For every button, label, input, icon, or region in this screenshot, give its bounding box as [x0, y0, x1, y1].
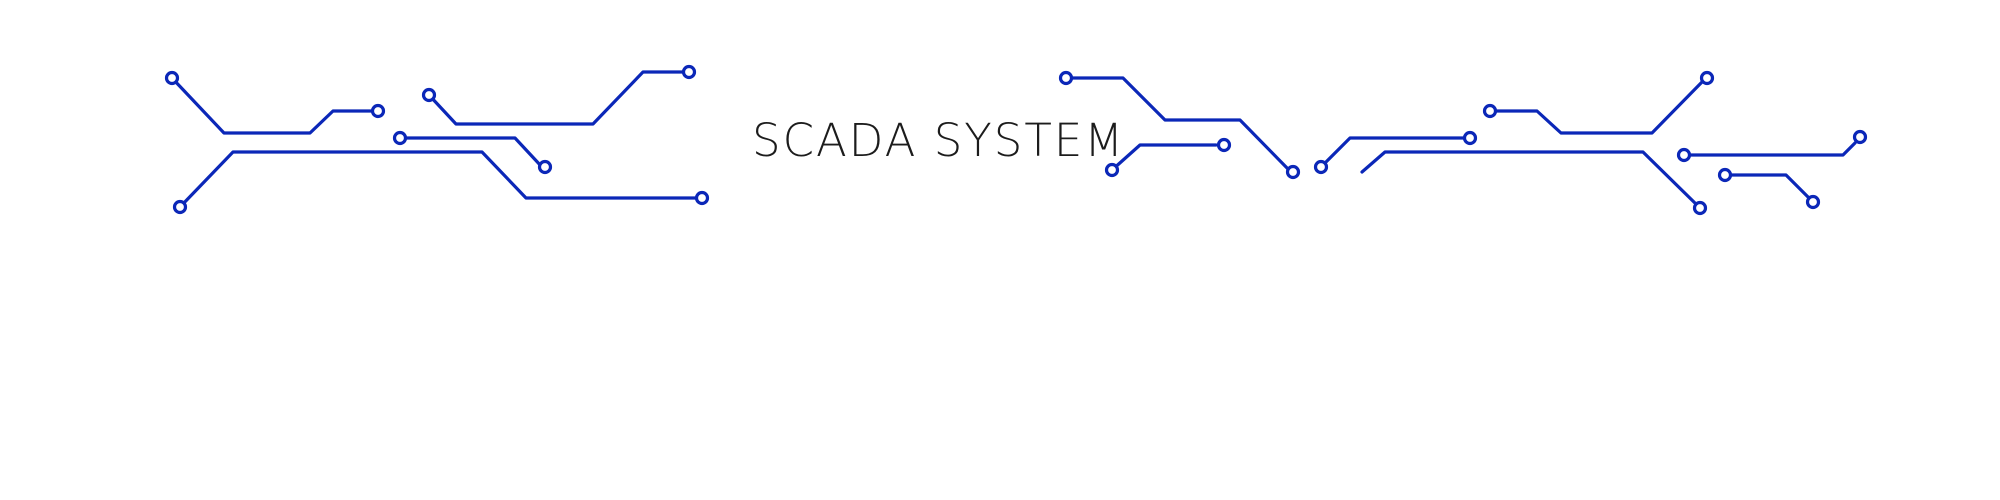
- circuit-node: [694, 190, 710, 206]
- circuit-trace: [1360, 150, 1699, 207]
- circuit-trace: [1488, 80, 1704, 135]
- page-title: SCADA SYSTEM: [752, 114, 1126, 167]
- circuit-node: [537, 159, 553, 175]
- right-circuit-traces: [1064, 76, 1857, 207]
- circuit-node: [681, 64, 697, 80]
- left-circuit-traces: [170, 70, 697, 209]
- circuit-trace: [1110, 143, 1218, 172]
- circuit-node: [164, 70, 180, 86]
- circuit-node: [392, 130, 408, 146]
- right-circuit-nodes: [1058, 70, 1868, 216]
- circuit-node: [1699, 70, 1715, 86]
- circuit-trace: [170, 76, 374, 135]
- circuit-node: [1852, 129, 1868, 145]
- circuit-node: [1482, 103, 1498, 119]
- circuit-node: [1676, 147, 1692, 163]
- circuit-node: [1104, 162, 1120, 178]
- circuit-node: [1285, 164, 1301, 180]
- circuit-node: [370, 103, 386, 119]
- circuit-node: [1462, 130, 1478, 146]
- circuit-node: [1313, 159, 1329, 175]
- circuit-node: [1805, 194, 1821, 210]
- circuit-trace: [427, 70, 685, 126]
- circuit-trace: [178, 150, 697, 209]
- circuit-trace: [1723, 173, 1812, 201]
- left-circuit-nodes: [164, 64, 710, 215]
- circuit-trace: [1064, 76, 1291, 172]
- circuit-node: [421, 87, 437, 103]
- circuit-node: [1216, 137, 1232, 153]
- circuit-trace: [398, 136, 544, 169]
- circuit-node: [1692, 200, 1708, 216]
- circuit-node: [1058, 70, 1074, 86]
- circuit-node: [1717, 167, 1733, 183]
- circuit-trace: [1319, 136, 1466, 169]
- circuit-trace: [1689, 141, 1857, 157]
- circuit-node: [172, 199, 188, 215]
